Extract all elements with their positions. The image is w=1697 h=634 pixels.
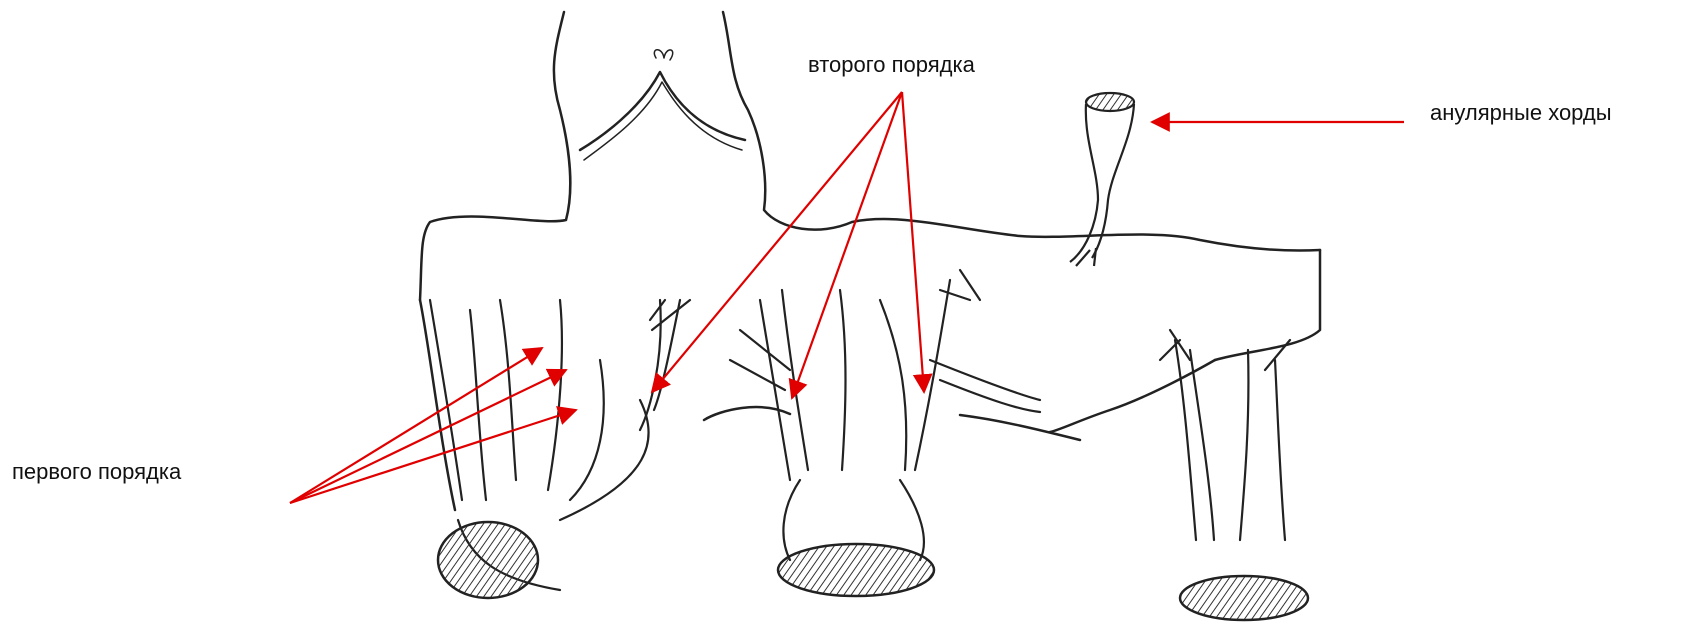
arrow-first-order-1: [290, 348, 542, 503]
papillary-cut-right: [1180, 576, 1308, 620]
arrow-second-order-2: [792, 92, 902, 398]
annular-chorda: [1070, 93, 1134, 266]
arrow-second-order-1: [652, 92, 902, 392]
arrow-first-order-2: [290, 370, 566, 503]
papillary-muscle-middle: [730, 270, 1040, 560]
papillary-cut-left: [438, 522, 538, 598]
label-second-order: второго порядка: [808, 54, 975, 76]
papillary-cut-middle: [778, 544, 934, 596]
arrow-second-order-3: [902, 92, 924, 392]
label-first-order: первого порядка: [12, 461, 181, 483]
arrow-first-order-3: [290, 410, 576, 503]
arrows-second-order: [652, 92, 924, 398]
arrows-first-order: [290, 348, 576, 503]
label-annular-chords: анулярные хорды: [1430, 102, 1612, 124]
papillary-muscle-right: [1160, 330, 1290, 540]
